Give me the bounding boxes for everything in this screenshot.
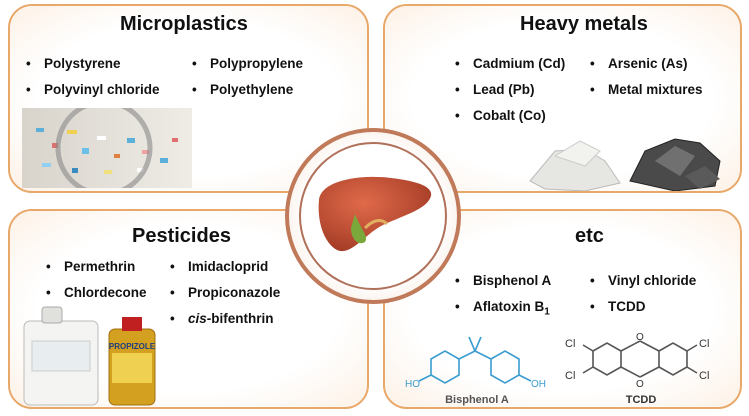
item-bisphenol-a: Bisphenol A (455, 273, 551, 288)
bisphenol-a-label: Bisphenol A (445, 394, 509, 406)
item-tcdd: TCDD (590, 299, 646, 314)
item-cobalt: Cobalt (Co) (455, 108, 546, 123)
bifenthrin-text: bifenthrin (211, 311, 274, 326)
pesticides-title: Pesticides (132, 225, 231, 247)
item-lead: Lead (Pb) (455, 82, 535, 97)
tcdd-cl-4: Cl (699, 370, 709, 382)
heavy-metals-title: Heavy metals (520, 13, 648, 35)
microplastics-magnifier-image (22, 108, 192, 188)
tcdd-cl-1: Cl (565, 338, 575, 350)
tcdd-o-bottom: O (636, 379, 644, 390)
tcdd-cl-2: Cl (565, 370, 575, 382)
etc-panel: etc Bisphenol A Vinyl chloride Aflatoxin… (383, 209, 742, 409)
microplastics-title: Microplastics (120, 13, 248, 35)
microplastics-panel: Microplastics Polystyrene Polypropylene … (8, 4, 369, 193)
item-cadmium: Cadmium (Cd) (455, 56, 565, 71)
center-liver-circle (285, 128, 461, 304)
bisphenol-a-structure: HO OH Bisphenol A (405, 336, 546, 406)
item-chlordecone: Chlordecone (46, 285, 147, 300)
item-polypropylene: Polypropylene (192, 56, 303, 71)
tcdd-structure: O O Cl Cl Cl Cl TCDD (565, 332, 709, 406)
oh-label: OH (531, 379, 546, 390)
pesticide-containers-image: PROPIZOLE (23, 306, 156, 406)
item-permethrin: Permethrin (46, 259, 135, 274)
item-polyvinyl-chloride: Polyvinyl chloride (26, 82, 160, 97)
item-vinyl-chloride: Vinyl chloride (590, 273, 696, 288)
liver-icon (318, 176, 432, 252)
tcdd-label: TCDD (626, 394, 657, 406)
item-cis-bifenthrin: cis-bifenthrin (170, 311, 274, 326)
tcdd-o-top: O (636, 332, 644, 343)
item-propiconazole: Propiconazole (170, 285, 280, 300)
bottle-label: PROPIZOLE (109, 342, 156, 351)
metal-samples-image (529, 138, 721, 191)
aflatoxin-text: Aflatoxin B (473, 299, 545, 314)
etc-title: etc (575, 225, 604, 247)
item-metal-mixtures: Metal mixtures (590, 82, 703, 97)
item-polystyrene: Polystyrene (26, 56, 121, 71)
item-aflatoxin: Aflatoxin B1 (455, 299, 550, 318)
cis-prefix: cis- (188, 311, 212, 326)
ho-label: HO (405, 379, 420, 390)
pesticides-panel: Pesticides Permethrin Imidacloprid Chlor… (8, 209, 369, 409)
item-arsenic: Arsenic (As) (590, 56, 688, 71)
item-polyethylene: Polyethylene (192, 82, 293, 97)
item-imidacloprid: Imidacloprid (170, 259, 268, 274)
aflatoxin-subscript: 1 (544, 306, 550, 318)
tcdd-cl-3: Cl (699, 338, 709, 350)
